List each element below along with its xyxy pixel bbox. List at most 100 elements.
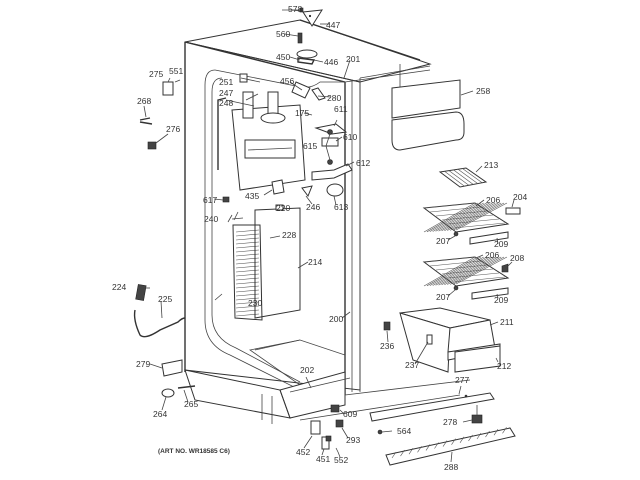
shelf-wire	[447, 272, 500, 279]
tray-divider	[448, 170, 470, 186]
grille-slot	[434, 442, 439, 449]
callout-276: 276	[166, 124, 180, 134]
shelf-wire	[435, 210, 488, 217]
callout-265: 265	[184, 399, 198, 409]
shelf-wire	[441, 202, 493, 232]
callout-610: 610	[343, 132, 357, 142]
callout-456: 456	[280, 76, 294, 86]
callout-212: 212	[497, 361, 511, 371]
coil-fin	[235, 229, 260, 233]
coil-fin	[235, 269, 260, 273]
shelf-wire	[429, 260, 482, 267]
shelf-wire	[455, 202, 508, 231]
grille-slots	[391, 427, 507, 459]
evaporator-coil	[232, 207, 301, 321]
callout-246: 246	[306, 202, 320, 212]
coil-fin	[235, 249, 260, 253]
callout-225: 225	[158, 294, 172, 304]
leader-lines	[138, 9, 515, 463]
bottom-hardware	[310, 404, 344, 453]
coil-fin	[235, 257, 260, 261]
callout-201: 201	[346, 54, 360, 64]
coil-fin	[235, 309, 260, 313]
callout-200: 200	[329, 314, 343, 324]
coil-fin	[235, 233, 260, 237]
shelf-wire	[426, 202, 479, 233]
grille-slot	[468, 434, 473, 442]
callout-551: 551	[169, 66, 183, 76]
callout-175: 175	[295, 108, 309, 118]
callout-447: 447	[326, 20, 340, 30]
callout-264: 264	[153, 409, 167, 419]
grille-slot	[417, 446, 422, 453]
callout-277: 277	[455, 375, 469, 385]
callout-labels: 578 447 560 450 446 201 456 280 275 551 …	[112, 4, 527, 472]
callout-578: 578	[288, 4, 302, 14]
fresh-food-parts	[369, 79, 521, 466]
grille-slot	[502, 427, 507, 434]
tray-divider	[444, 171, 465, 187]
shelf-wire	[423, 202, 476, 233]
callout-230: 230	[248, 298, 262, 308]
callout-612: 612	[356, 158, 370, 168]
grille-slot	[493, 429, 499, 436]
callout-452: 452	[296, 447, 310, 457]
grille-slot	[485, 430, 490, 438]
grille-slot	[425, 444, 431, 451]
callout-278: 278	[443, 417, 457, 427]
callout-240: 240	[204, 214, 218, 224]
callout-213: 213	[484, 160, 498, 170]
callout-451: 451	[316, 454, 330, 464]
shelf-wire	[426, 256, 479, 287]
shelf-wire	[429, 206, 482, 213]
coil-fin	[235, 253, 260, 257]
shelf-wire	[441, 268, 494, 275]
callout-214: 214	[308, 257, 322, 267]
coil-fin	[235, 277, 260, 281]
callout-224: 224	[112, 282, 126, 292]
callout-237: 237	[405, 360, 419, 370]
callout-207-upper: 207	[436, 236, 450, 246]
shelf-wire	[435, 264, 488, 271]
grille-slot	[476, 432, 482, 440]
tray-divider	[453, 169, 474, 185]
callout-248: 248	[219, 98, 233, 108]
grille-slot	[451, 438, 456, 445]
coil-fin	[235, 293, 260, 297]
shelf-wire	[438, 202, 490, 232]
callout-268: 268	[137, 96, 151, 106]
callout-615: 615	[303, 141, 317, 151]
ice-tray-grid	[444, 168, 483, 187]
shelf-wire	[455, 256, 508, 285]
top-hardware	[282, 7, 326, 101]
callout-207-lower: 207	[436, 292, 450, 302]
coil-fin	[235, 281, 260, 285]
callout-613: 613	[334, 202, 348, 212]
callout-247: 247	[219, 88, 233, 98]
callout-209-upper: 209	[494, 239, 508, 249]
fan-motor-parts	[271, 123, 353, 211]
shelf-wire	[453, 276, 506, 283]
coil-fin	[235, 245, 260, 249]
grille-slot	[459, 436, 465, 443]
callout-204: 204	[513, 192, 527, 202]
callout-220: 220	[276, 203, 290, 213]
coil-fin	[235, 261, 260, 265]
shelf-wire	[441, 256, 493, 286]
shelf-wire	[453, 222, 506, 229]
callout-206-lower: 206	[485, 250, 499, 260]
shelf-wire	[423, 202, 476, 209]
shelf-wire	[438, 256, 490, 286]
callout-209-lower: 209	[494, 295, 508, 305]
coil-fin	[235, 241, 260, 245]
shelf-grid-lower	[423, 256, 508, 287]
left-loose-parts	[133, 79, 239, 398]
callout-293: 293	[346, 435, 360, 445]
callout-208: 208	[510, 253, 524, 263]
shelf-wire	[444, 202, 496, 231]
callout-450: 450	[276, 52, 290, 62]
callout-560: 560	[276, 29, 290, 39]
callout-617: 617	[203, 195, 217, 205]
coil-fin	[235, 273, 260, 277]
